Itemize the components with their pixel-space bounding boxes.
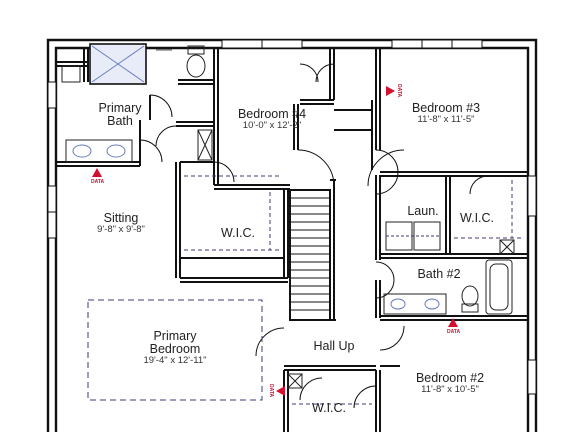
room-bedroom2-label: Bedroom #2 11'-8" x 10'-5" xyxy=(398,371,502,396)
bedroom3-name: Bedroom #3 xyxy=(411,101,481,115)
windows xyxy=(47,39,537,395)
room-sitting-label: Sitting 9'-8" x 9'-8" xyxy=(76,211,166,236)
staircase xyxy=(289,179,336,321)
room-primary-bath-label: Primary Bath xyxy=(88,101,152,129)
bedroom3-dims: 11'-8" x 11'-5" xyxy=(417,114,475,126)
room-bedroom4-label: Bedroom #4 10'-0" x 12'-2" xyxy=(222,107,322,132)
room-laundry-label: Laun. xyxy=(407,204,439,218)
sitting-dims: 9'-8" x 9'-8" xyxy=(97,224,145,236)
bedroom2-dims: 11'-8" x 10'-5" xyxy=(421,384,479,396)
primary-bath-line2: Bath xyxy=(107,114,133,129)
bedroom4-dims: 10'-0" x 12'-2" xyxy=(242,120,302,132)
primary-bedroom-dims: 19'-4" x 12'-11" xyxy=(143,355,207,367)
data-marker-bath2[interactable] xyxy=(448,318,458,327)
data-marker-primary-bedroom-text: DATA xyxy=(268,384,274,398)
room-hall-label: Hall Up xyxy=(313,339,355,353)
room-primary-bedroom-label: Primary Bedroom 19'-4" x 12'-11" xyxy=(120,329,230,367)
data-marker-primary-bath[interactable] xyxy=(92,168,102,177)
bedroom4-name: Bedroom #4 xyxy=(237,107,307,121)
room-bath2-label: Bath #2 xyxy=(417,267,461,281)
data-marker-primary-bath-text: DATA xyxy=(91,179,105,185)
data-marker-bedroom3[interactable] xyxy=(386,86,395,96)
closet-shelves xyxy=(184,175,524,405)
data-marker-bath2-text: DATA xyxy=(447,329,461,335)
data-marker-bedroom3-text: DATA xyxy=(396,84,402,98)
primary-bedroom-line1: Primary xyxy=(153,329,197,343)
bath-fixtures xyxy=(61,43,213,163)
primary-bedroom-line2: Bedroom xyxy=(149,342,201,357)
sitting-name: Sitting xyxy=(103,211,139,225)
laundry-bath2-fixtures xyxy=(287,221,515,389)
room-wic-bed3-label: W.I.C. xyxy=(459,211,495,225)
data-marker-primary-bedroom[interactable] xyxy=(276,386,285,396)
primary-bath-line1: Primary xyxy=(98,101,142,115)
room-bedroom3-label: Bedroom #3 11'-8" x 11'-5" xyxy=(396,101,496,126)
door-swings xyxy=(139,63,489,409)
interior-walls xyxy=(56,48,528,432)
room-wic-bed2-label: W.I.C. xyxy=(311,401,347,415)
bedroom2-name: Bedroom #2 xyxy=(415,371,485,385)
room-wic-primary-label: W.I.C. xyxy=(220,226,256,240)
tray-ceiling-outline xyxy=(87,299,263,401)
